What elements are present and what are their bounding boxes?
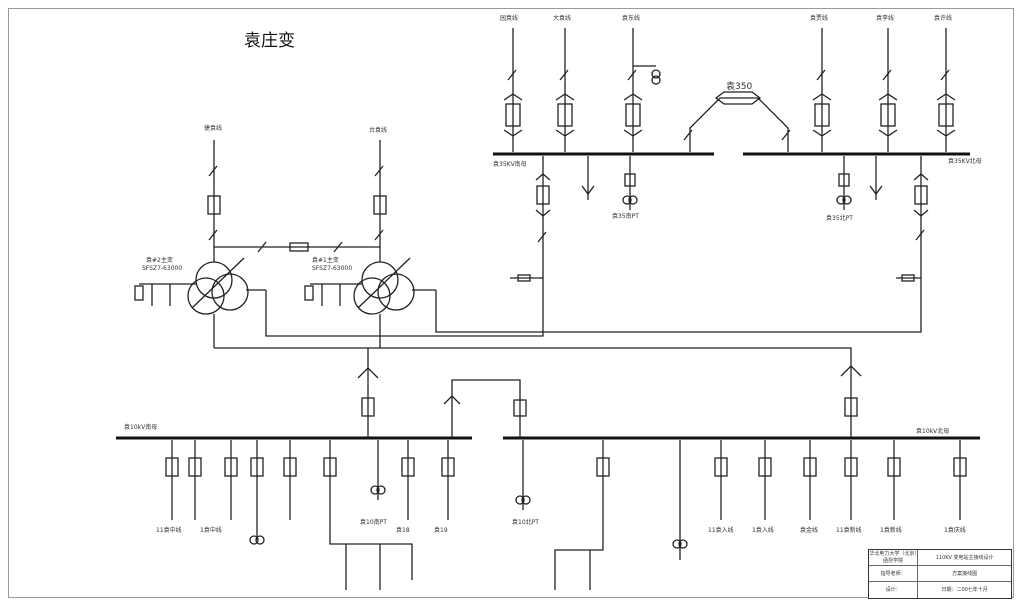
substation-title: 袁庄变: [244, 31, 295, 51]
feeder-n-3: 袁金线: [800, 526, 818, 534]
title-block-date: 日期：二00七年十月: [941, 587, 988, 594]
transformer-connections: [207, 140, 387, 262]
bus-35kv-south-label: 袁35KV南母: [493, 160, 527, 168]
bus-35kv-down-bays: [510, 156, 929, 332]
line-label-4: 袁贾线: [810, 14, 828, 22]
transformer-1-name: 袁#1主变: [312, 256, 339, 264]
title-block-designer: 设计：: [869, 581, 919, 598]
title-block: 华北电力大学（北京）函授学院 110KV 变电站主接线设计 指导老师： 方案接线…: [868, 549, 1012, 599]
feeders-10kv-south: [165, 440, 455, 590]
pt-label-35s: 袁35南PT: [612, 212, 639, 220]
feeder-n-1: 11袁入线: [708, 526, 734, 534]
top-feeders-right: [812, 28, 956, 152]
interconnect-wiring: [214, 290, 922, 438]
title-block-org: 华北电力大学（北京）函授学院: [869, 550, 919, 565]
feeder-n-4: 11袁新线: [836, 526, 862, 534]
feeder-s-3: 袁18: [396, 526, 410, 534]
line-label-5: 袁李线: [876, 14, 894, 22]
feeder-n-2: 1袁入线: [752, 526, 774, 534]
pt-label-10s: 袁10南PT: [360, 518, 387, 526]
line-label-3: 袁东线: [622, 14, 640, 22]
title-block-design: 110KV 变电站主接线设计: [935, 554, 994, 561]
bus-10kv-south-label: 袁10kV南母: [124, 423, 157, 431]
bus-coupler-350: 袁350: [683, 80, 791, 152]
top-feeders-left: [503, 28, 661, 152]
feeder-s-2: 1袁中线: [200, 526, 222, 534]
transformer-2-model: SFSZ7-63000: [142, 265, 182, 272]
drawing-frame: [8, 8, 1014, 598]
line-label-1: 园袁线: [500, 14, 518, 22]
title-block-advisor: 指导老师：: [869, 565, 919, 581]
feed-label-2: 台袁线: [369, 126, 387, 134]
transformer-1: [304, 257, 436, 348]
title-block-drawing: 方案接线图: [952, 570, 978, 577]
feeders-10kv-north: [515, 440, 967, 590]
line-label-6: 袁许线: [934, 14, 952, 22]
feeder-n-6: 1袁庆线: [944, 526, 966, 534]
feeder-n-5: 1袁新线: [880, 526, 902, 534]
bus-10kv-north-label: 袁10kV北母: [916, 427, 949, 435]
feeder-s-4: 袁19: [434, 526, 448, 534]
pt-label-10n: 袁10北PT: [512, 518, 539, 526]
transformer-2-name: 袁#2主变: [146, 256, 173, 264]
transformer-2: [134, 257, 266, 348]
coupler-label: 袁350: [726, 80, 752, 92]
feed-label-1: 捷袁线: [204, 124, 222, 132]
bus-35kv-north-label: 袁35KV北母: [948, 157, 982, 165]
line-label-2: 大袁线: [553, 14, 571, 22]
transformer-1-model: SFSZ7-63000: [312, 265, 352, 272]
feeder-s-1: 11袁中线: [156, 526, 182, 534]
pt-label-35n: 袁35北PT: [826, 214, 853, 222]
